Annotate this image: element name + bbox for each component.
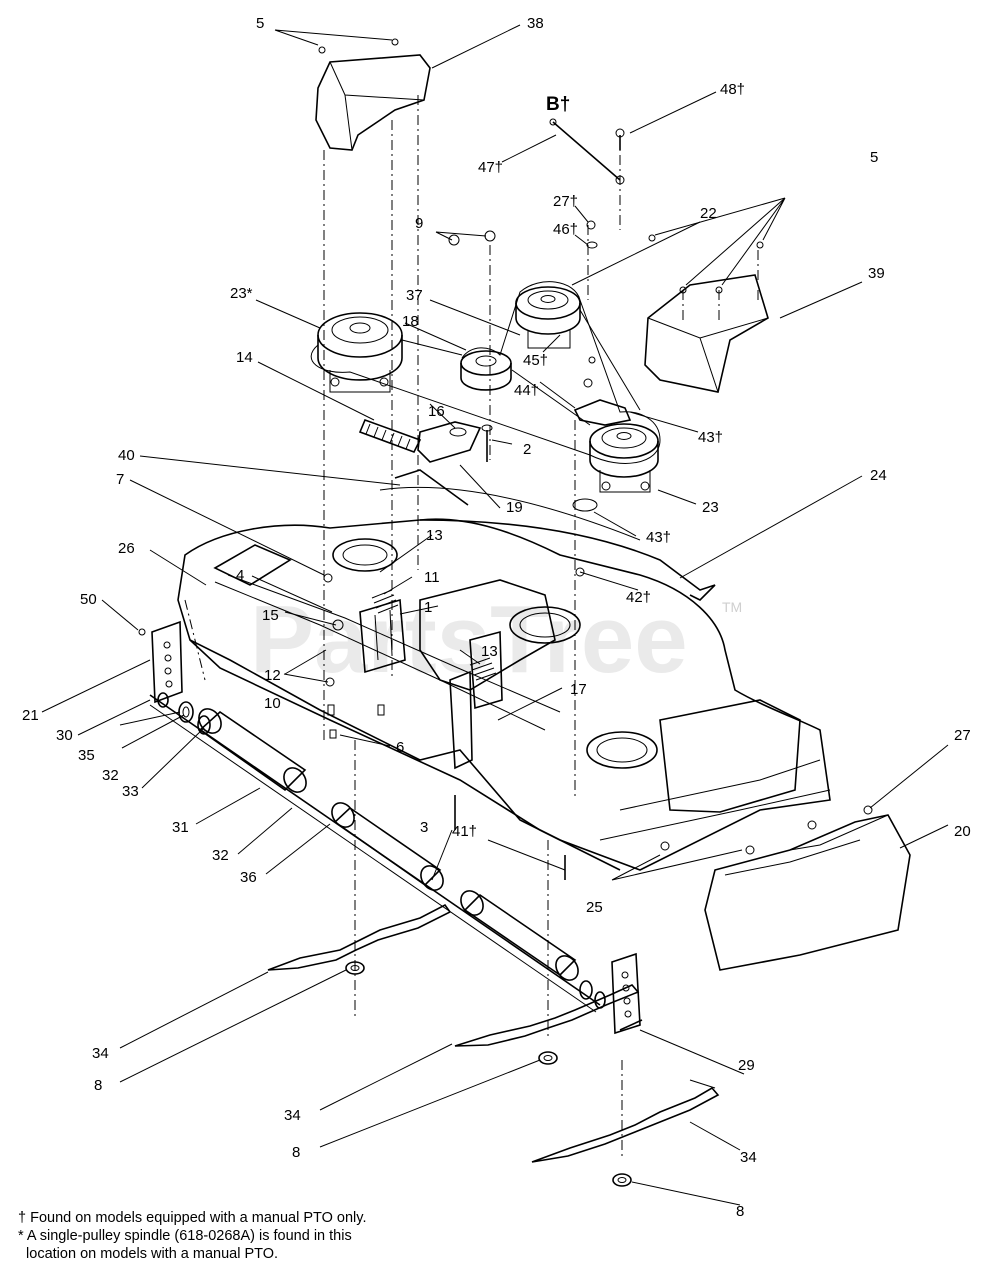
footnote-star-line1: * A single-pulley spindle (618-0268A) is… [18,1228,352,1244]
assembly-lines [184,95,759,1160]
callout-35: 35 [78,747,95,764]
callout-2: 2 [523,441,531,458]
pulley-23-left [317,312,403,393]
blade-left [267,903,452,975]
rod-47 [549,118,625,185]
footnote-star-line2: location on models with a manual PTO. [18,1246,279,1262]
callout-41: 41† [452,823,477,840]
callout-46: 46† [553,221,578,238]
spring-14 [358,418,422,453]
callout-32-upper: 32 [102,767,119,784]
footnote-dagger: † Found on models equipped with a manual… [18,1210,367,1226]
callout-23: 23 [702,499,719,516]
callout-43-lower: 43† [646,529,671,546]
belt-cover-38 [315,38,431,151]
watermark-tm: TM [722,599,742,615]
callout-37: 37 [406,287,423,304]
callout-8-center: 8 [292,1144,300,1161]
callout-29: 29 [738,1057,755,1074]
callout-15: 15 [262,607,279,624]
callout-6: 6 [396,739,404,756]
belt-37 [310,281,661,464]
callout-8-left: 8 [94,1077,102,1094]
callout-4: 4 [236,567,244,584]
callout-42: 42† [626,589,651,606]
callout-20: 20 [954,823,971,840]
callout-36: 36 [240,869,257,886]
blade-right [531,1079,720,1187]
callout-33: 33 [122,783,139,800]
callout-7: 7 [116,471,124,488]
callout-16: 16 [428,403,445,420]
watermark: PartsTree [250,586,688,693]
bracket-19 [417,421,493,463]
idler-pulley-18 [460,350,512,391]
footnotes: † Found on models equipped with a manual… [18,1209,538,1263]
callout-13-lower: 13 [481,643,498,660]
discharge-chute-20 [704,814,911,971]
callout-3: 3 [420,819,428,836]
callout-24: 24 [870,467,887,484]
callout-B: B† [546,94,570,115]
callout-47: 47† [478,159,503,176]
callout-38: 38 [527,15,544,32]
callout-26: 26 [118,540,135,557]
callout-27-top: 27† [553,193,578,210]
callout-27-right: 27 [954,727,971,744]
belt-cover-39 [644,234,769,393]
callout-8-right: 8 [736,1203,744,1220]
mower-deck [177,469,831,871]
callout-32-lower: 32 [212,847,229,864]
callout-19: 19 [506,499,523,516]
bracket-right-29 [611,952,641,1035]
callout-18: 18 [402,313,419,330]
callout-17: 17 [570,681,587,698]
callout-48: 48† [720,81,745,98]
callout-39: 39 [868,265,885,282]
callout-45: 45† [523,352,548,369]
pulley-23-right [589,423,659,493]
bracket-21 [138,620,183,704]
callout-5-right: 5 [870,149,878,166]
callout-31: 31 [172,819,189,836]
callout-23-star: 23* [230,285,253,302]
roller-assembly [149,692,643,1031]
callout-5: 5 [256,15,264,32]
callout-34-left: 34 [92,1045,109,1062]
callout-43-upper: 43† [698,429,723,446]
callout-30: 30 [56,727,73,744]
callout-9: 9 [415,215,423,232]
callout-14: 14 [236,349,253,366]
callout-34-right: 34 [740,1149,757,1166]
callout-21: 21 [22,707,39,724]
idler-arm-44 [572,356,632,512]
callout-50: 50 [80,591,97,608]
blade-center [454,984,640,1065]
callout-44: 44† [514,382,539,399]
callout-10: 10 [264,695,281,712]
pulley-22 [515,286,581,349]
callout-11: 11 [424,569,440,586]
callout-labels: 5 38 B† 48† 47† 5 27† 46† 9 22 39 23* 37… [22,15,971,1220]
callout-12: 12 [264,667,281,684]
callout-1: 1 [424,599,432,616]
callout-13-upper: 13 [426,527,443,544]
callout-25: 25 [586,899,603,916]
callout-40: 40 [118,447,135,464]
springs-11-13 [371,589,497,681]
callout-34-center: 34 [284,1107,301,1124]
leader-lines [41,24,949,1206]
callout-22: 22 [700,205,717,222]
